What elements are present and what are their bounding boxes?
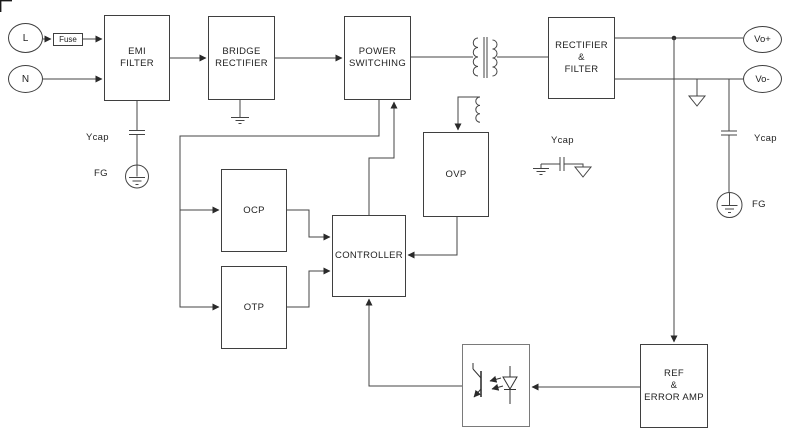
block-ovp: OVP (423, 132, 489, 217)
ycap-left-label: Ycap (86, 132, 109, 143)
fuse-label: Fuse (59, 35, 77, 44)
ycap-center-triangle (573, 166, 593, 178)
block-ref-error-amp-label: REF & ERROR AMP (644, 368, 704, 403)
terminal-vo-minus-label: Vo- (755, 73, 770, 85)
block-emi-filter-label: EMI FILTER (120, 46, 154, 69)
ycap-center-circuit (533, 157, 593, 178)
ycap-fg-left (125, 101, 149, 189)
ycap-left-capacitor (129, 101, 145, 165)
fg-right-earth (721, 192, 738, 213)
fg-right-label: FG (752, 199, 766, 210)
fuse-box: Fuse (53, 33, 83, 46)
ycap-right-capacitor (721, 79, 737, 193)
opto-emitter (473, 388, 482, 398)
block-controller-label: CONTROLLER (335, 250, 403, 261)
block-power-switching-label: POWER SWITCHING (348, 46, 407, 69)
block-ocp: OCP (221, 169, 287, 252)
block-ref-error-amp: REF & ERROR AMP (640, 344, 708, 428)
block-otp-label: OTP (243, 301, 265, 313)
block-bridge-rectifier: BRIDGE RECTIFIER (208, 16, 275, 100)
wire-ovp-to-controller (407, 217, 458, 259)
block-emi-filter: EMI FILTER (104, 15, 170, 101)
terminal-line: L (8, 23, 43, 53)
ycap-center-label: Ycap (551, 135, 574, 146)
ycap-center-earth (533, 164, 549, 175)
terminal-vo-minus: Vo- (743, 65, 782, 93)
opto-led-cathode (504, 389, 516, 404)
wire-ocp-to-controller (287, 209, 331, 241)
block-rectifier-filter: RECTIFIER & FILTER (548, 17, 615, 99)
fg-left-earth (129, 165, 145, 185)
aux-winding-icon (475, 96, 481, 123)
terminal-line-label: L (22, 32, 29, 44)
terminal-vo-plus: Vo+ (743, 26, 782, 53)
terminal-vo-plus-label: Vo+ (754, 34, 771, 45)
ycap-center-capacitor (541, 157, 584, 171)
wire-power-to-otp (179, 100, 380, 311)
block-otp: OTP (221, 266, 287, 349)
terminal-neutral-label: N (21, 73, 30, 85)
wire-controller-to-power (368, 101, 398, 215)
opto-collector (472, 363, 482, 379)
opto-light-arrow-1 (489, 375, 502, 383)
transformer-core (483, 37, 488, 78)
wire-aux-to-ovp (454, 96, 480, 131)
ycap-fg-right (716, 79, 743, 218)
ground-triangle-vominus (687, 95, 707, 107)
block-bridge-rectifier-label: BRIDGE RECTIFIER (215, 46, 268, 69)
wire-opto-to-controller (365, 298, 462, 387)
ycap-right-label: Ycap (754, 133, 777, 144)
block-ovp-label: OVP (445, 168, 467, 180)
transformer-primary-coil (472, 37, 479, 77)
aux-coil (475, 96, 481, 123)
opto-light-arrow-2 (491, 383, 504, 391)
terminal-neutral: N (8, 65, 43, 93)
block-optocoupler (462, 344, 530, 427)
opto-led-triangle (502, 376, 518, 390)
block-power-switching: POWER SWITCHING (344, 16, 411, 100)
wire-otp-to-controller (287, 267, 331, 308)
block-ocp-label: OCP (243, 204, 265, 216)
corner-mark (0, 0, 12, 12)
transformer-icon (472, 37, 498, 78)
ground-bridge-rectifier (231, 100, 249, 124)
fg-left-label: FG (94, 168, 108, 179)
optocoupler-icon (472, 363, 518, 404)
transformer-secondary-coil (492, 39, 498, 77)
block-rectifier-filter-label: RECTIFIER & FILTER (555, 40, 608, 75)
block-controller: CONTROLLER (332, 215, 406, 297)
